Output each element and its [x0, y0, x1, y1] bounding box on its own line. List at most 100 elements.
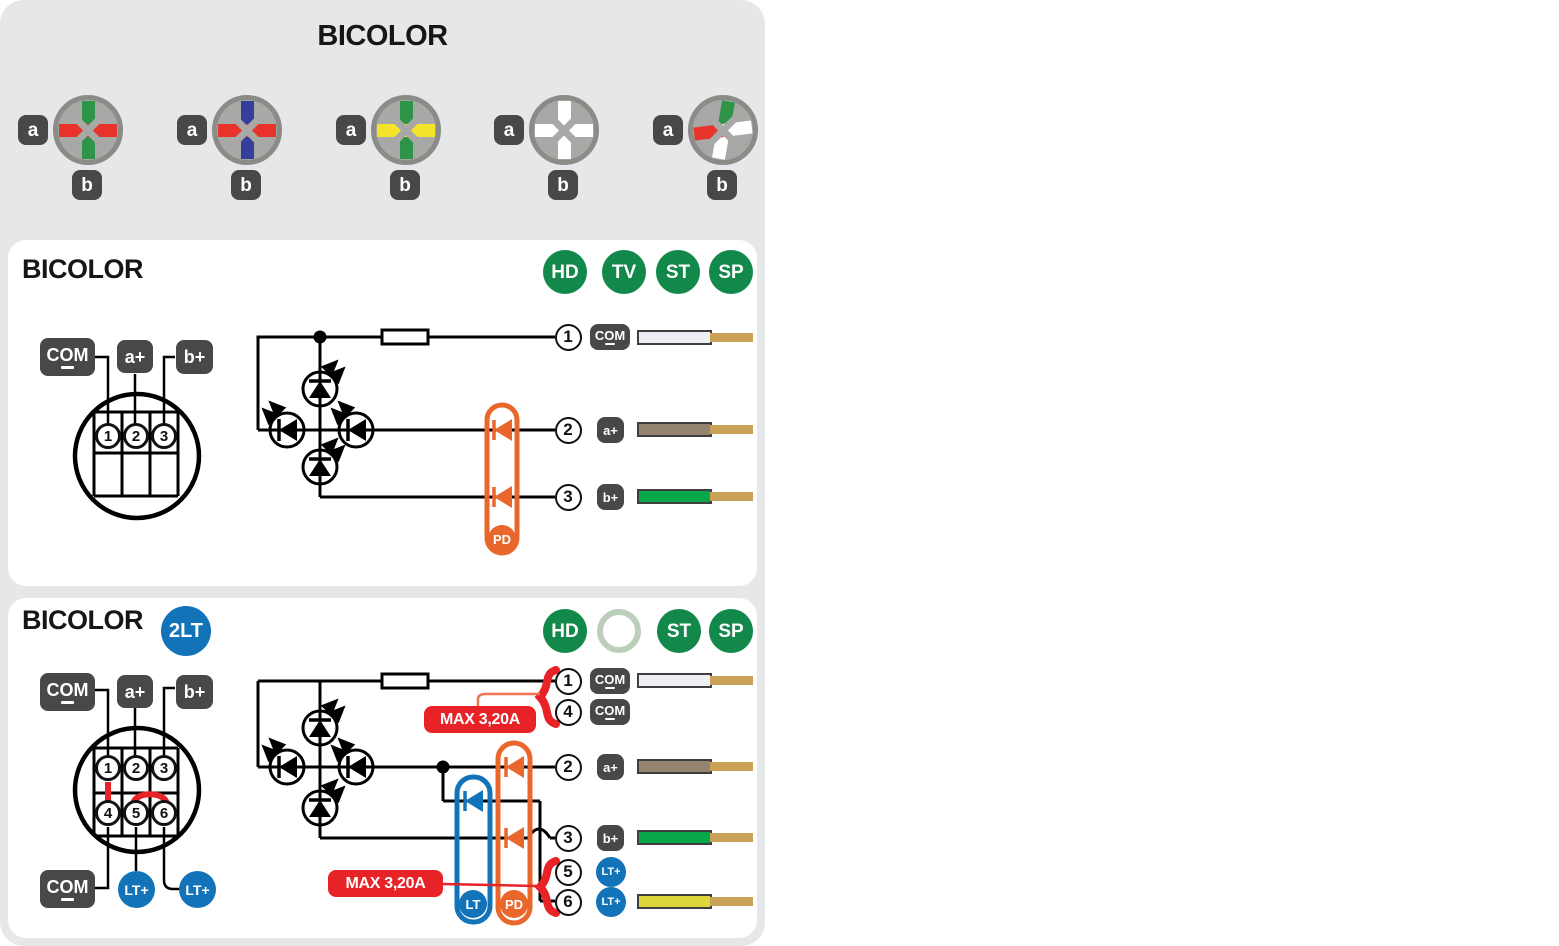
label-a-badge: a — [18, 115, 48, 145]
cert-badge-sp: SP — [709, 250, 753, 294]
connector-pin-2: 2 — [123, 423, 149, 449]
indicator-circle — [53, 95, 123, 165]
wire-com — [637, 330, 712, 345]
cert-badge-hd: HD — [543, 609, 587, 653]
label-b: b — [81, 174, 93, 196]
indicator-circle — [529, 95, 599, 165]
max-bracket-5-6 — [534, 857, 560, 917]
wire-number-2: 2 — [554, 416, 582, 444]
cert-badge-empty-ring — [597, 609, 641, 653]
cert-badge-tv: TV — [602, 250, 646, 294]
cert-badge-st: ST — [657, 609, 701, 653]
bicolor-indicator-icon: a b — [494, 95, 634, 205]
label-b-badge: b — [231, 170, 261, 200]
max-current-badge-top: MAX 3,20A — [424, 706, 536, 733]
label-a: a — [27, 119, 39, 141]
bicolor-indicator-icon: a b — [177, 95, 317, 205]
wire-tip — [710, 425, 753, 434]
label-a: a — [662, 119, 674, 141]
page-title: BICOLOR — [317, 20, 448, 52]
wire-label-a-plus: a+ — [597, 417, 624, 443]
led-symbol — [301, 778, 346, 827]
terminal-badge-com: COM — [40, 673, 95, 711]
bicolor-connector-diagram — [72, 355, 202, 521]
max-leader-bottom — [442, 882, 538, 888]
pd-label-badge: PD — [500, 890, 528, 918]
wire-tip — [710, 492, 753, 501]
bicolor-2lt-circuit — [256, 666, 560, 926]
label-a-badge: a — [177, 115, 207, 145]
resistor — [380, 672, 430, 690]
label-b: b — [240, 174, 252, 196]
label-b-badge: b — [707, 170, 737, 200]
bicolor-indicator-icon: a b — [336, 95, 476, 205]
wire-lt-plus — [637, 894, 712, 909]
wire-number-2: 2 — [554, 753, 582, 781]
wire-tip — [710, 833, 753, 842]
label-a: a — [186, 119, 198, 141]
led-symbol — [301, 437, 346, 486]
lt-capsule — [454, 774, 493, 925]
terminal-badge-com: COM — [40, 338, 95, 376]
label-b-badge: b — [548, 170, 578, 200]
wire-b-plus — [637, 830, 712, 845]
section-title: BICOLOR — [22, 605, 144, 635]
terminal-badge-lt-plus: LT+ — [118, 871, 155, 908]
led-symbol — [301, 359, 346, 408]
bicolor-indicator-icon-rotating: a b — [653, 95, 793, 205]
wire-tip — [710, 897, 753, 906]
wire-com — [637, 673, 712, 688]
connector-pin-1: 1 — [95, 423, 121, 449]
wire-a-plus — [637, 422, 712, 437]
label-b: b — [399, 174, 411, 196]
pd-label-badge: PD — [488, 525, 516, 553]
connector-pin-1: 1 — [95, 755, 121, 781]
led-symbol — [330, 400, 375, 449]
section-title: BICOLOR — [22, 254, 144, 284]
wire-tip — [710, 762, 753, 771]
wire-a-plus — [637, 759, 712, 774]
label-a: a — [503, 119, 515, 141]
wire-label-lt-plus: LT+ — [596, 887, 626, 917]
wire-label-b-plus: b+ — [597, 825, 624, 851]
label-a-badge: a — [336, 115, 366, 145]
terminal-badge-a-plus: a+ — [117, 340, 153, 373]
label-a-badge: a — [653, 115, 683, 145]
wire-label-com: COM — [590, 668, 630, 694]
wire-tip — [710, 676, 753, 685]
wire-b-plus — [637, 489, 712, 504]
bicolor-circuit — [256, 328, 555, 556]
wire-label-a-plus: a+ — [597, 754, 624, 780]
led-symbol — [261, 737, 306, 786]
cert-badge-sp: SP — [709, 609, 753, 653]
connector-pin-3: 3 — [151, 423, 177, 449]
max-current-badge-bottom: MAX 3,20A — [328, 870, 443, 897]
label-b: b — [557, 174, 569, 196]
indicator-circle — [212, 95, 282, 165]
pd-capsule — [495, 740, 533, 926]
wire-number-5: 5 — [554, 858, 582, 886]
terminal-badge-b-plus: b+ — [176, 340, 213, 374]
lt-label-badge: LT — [459, 890, 487, 918]
bicolor-2lt-connector-diagram — [72, 686, 202, 891]
wire-tip — [710, 333, 753, 342]
wire-number-3: 3 — [554, 483, 582, 511]
connector-pin-5: 5 — [123, 800, 149, 826]
variant-badge-2lt: 2LT — [161, 606, 211, 656]
wire-number-1: 1 — [554, 323, 582, 351]
wire-number-3: 3 — [554, 824, 582, 852]
cert-badge-hd: HD — [543, 250, 587, 294]
terminal-badge-lt-plus: LT+ — [179, 871, 216, 908]
wire-label-com: COM — [590, 324, 630, 350]
label-b: b — [716, 174, 728, 196]
led-symbol — [330, 737, 375, 786]
connector-pin-4: 4 — [95, 800, 121, 826]
connector-pin-6: 6 — [151, 800, 177, 826]
bicolor-indicator-icon: a b — [18, 95, 158, 205]
wire-label-b-plus: b+ — [597, 484, 624, 510]
terminal-badge-a-plus: a+ — [117, 675, 153, 708]
wire-number-1: 1 — [554, 667, 582, 695]
wire-label-com: COM — [590, 699, 630, 725]
indicator-circle — [688, 95, 758, 165]
